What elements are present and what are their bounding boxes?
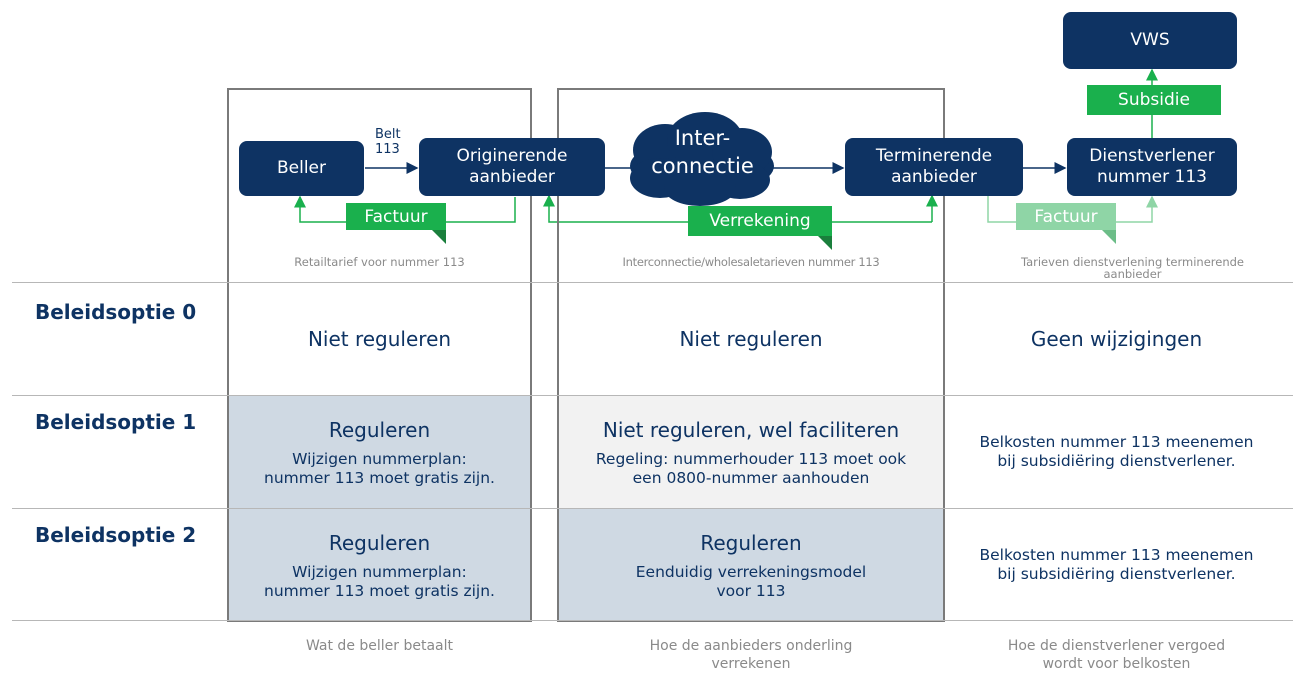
cell-detail: Regeling: nummerhouder 113 moet ook een …	[595, 450, 907, 487]
divider-3	[12, 620, 1293, 621]
footer-col1: Wat de beller betaalt	[305, 638, 454, 654]
cloud-shape	[630, 112, 774, 206]
cell-opt2-col3: Belkosten nummer 113 meenemen bij subsid…	[945, 509, 1288, 620]
cell-title: Geen wijzigingen	[1030, 327, 1203, 351]
cell-bg-opt1-col2	[559, 395, 943, 508]
tag-factuur-1: Factuur	[346, 203, 446, 244]
cell-opt0-col3: Geen wijzigingen	[945, 283, 1288, 395]
cell-bg-opt2-col2	[559, 508, 943, 620]
caption-retail: Retailtarief voor nummer 113	[294, 255, 465, 269]
cell-opt1-col2: Niet reguleren, wel faciliteren Regeling…	[559, 396, 943, 508]
divider-top	[12, 282, 1293, 283]
row-label-0: Beleidsoptie 0	[35, 300, 197, 324]
row-label-2: Beleidsoptie 2	[35, 523, 197, 547]
row-label-1: Beleidsoptie 1	[35, 410, 197, 434]
tag-factuur-2: Factuur	[1016, 203, 1116, 244]
cell-title: Niet reguleren	[307, 327, 452, 351]
tag-subsidie: Subsidie	[1087, 85, 1221, 115]
cell-detail: Wijzigen nummerplan: nummer 113 moet gra…	[264, 450, 495, 487]
node-dienstverlener: Dienstverlener nummer 113	[1067, 138, 1237, 196]
cell-opt0-col1: Niet reguleren	[229, 283, 530, 395]
footer-col3: Hoe de dienstverlener vergoed wordt voor…	[1007, 638, 1226, 672]
footer-col2: Hoe de aanbieders onderling verrekenen	[649, 638, 853, 672]
cell-title: Reguleren	[700, 530, 802, 555]
column-frame-aanbieders	[557, 88, 945, 622]
cell-title: Niet reguleren	[679, 327, 823, 351]
cell-detail: Wijzigen nummerplan: nummer 113 moet gra…	[264, 562, 495, 600]
cell-title: Reguleren	[328, 530, 431, 555]
node-originerende-aanbieder: Originerende aanbieder	[419, 138, 605, 196]
cell-bg-opt2-col1	[229, 508, 530, 620]
divider-2	[12, 508, 1293, 509]
caption-interconnect: Interconnectie/wholesaletarieven nummer …	[622, 255, 880, 269]
cell-title: Reguleren	[328, 418, 431, 442]
tag-verrekening: Verrekening	[688, 206, 832, 250]
column-frame-beller	[227, 88, 532, 622]
node-terminerende-aanbieder: Terminerende aanbieder	[845, 138, 1023, 196]
cell-bg-opt1-col1	[229, 395, 530, 508]
node-vws: VWS	[1063, 12, 1237, 69]
cell-opt2-col1: Reguleren Wijzigen nummerplan: nummer 11…	[229, 509, 530, 620]
node-interconnectie: Inter- connectie	[651, 126, 754, 178]
cell-detail: Belkosten nummer 113 meenemen bij subsid…	[979, 545, 1254, 583]
cell-opt1-col3: Belkosten nummer 113 meenemen bij subsid…	[945, 396, 1288, 508]
cell-opt2-col2: Reguleren Eenduidig verrekeningsmodel vo…	[559, 509, 943, 620]
cell-title: Niet reguleren, wel faciliteren	[602, 418, 900, 442]
node-beller: Beller	[239, 141, 364, 196]
cell-opt0-col2: Niet reguleren	[559, 283, 943, 395]
cell-opt1-col1: Reguleren Wijzigen nummerplan: nummer 11…	[229, 396, 530, 508]
cell-detail: Eenduidig verrekeningsmodel voor 113	[635, 562, 867, 600]
divider-1	[12, 395, 1293, 396]
label-belt-113: Belt 113	[375, 127, 401, 157]
cell-detail: Belkosten nummer 113 meenemen bij subsid…	[979, 433, 1254, 470]
caption-dienst: Tarieven dienstverlening terminerende aa…	[1020, 255, 1245, 281]
